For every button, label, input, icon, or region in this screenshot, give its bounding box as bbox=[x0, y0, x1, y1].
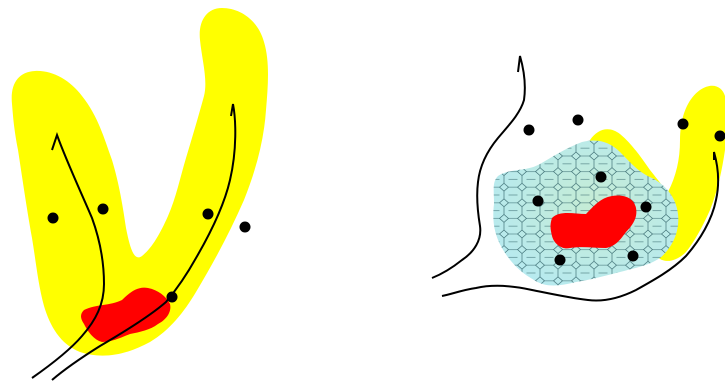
right-point bbox=[533, 196, 544, 207]
right-point bbox=[573, 115, 584, 126]
right-panel bbox=[432, 56, 725, 301]
right-point bbox=[555, 255, 566, 266]
left-point bbox=[98, 204, 109, 215]
right-point bbox=[715, 131, 725, 142]
right-point bbox=[524, 125, 535, 136]
right-point bbox=[678, 119, 689, 130]
left-point bbox=[240, 222, 251, 233]
right-mesh-grid bbox=[493, 140, 678, 285]
right-point bbox=[596, 172, 607, 183]
left-point bbox=[203, 209, 214, 220]
left-point bbox=[167, 292, 178, 303]
left-point bbox=[48, 213, 59, 224]
right-point bbox=[628, 251, 639, 262]
right-point bbox=[641, 202, 652, 213]
left-panel bbox=[12, 8, 268, 380]
